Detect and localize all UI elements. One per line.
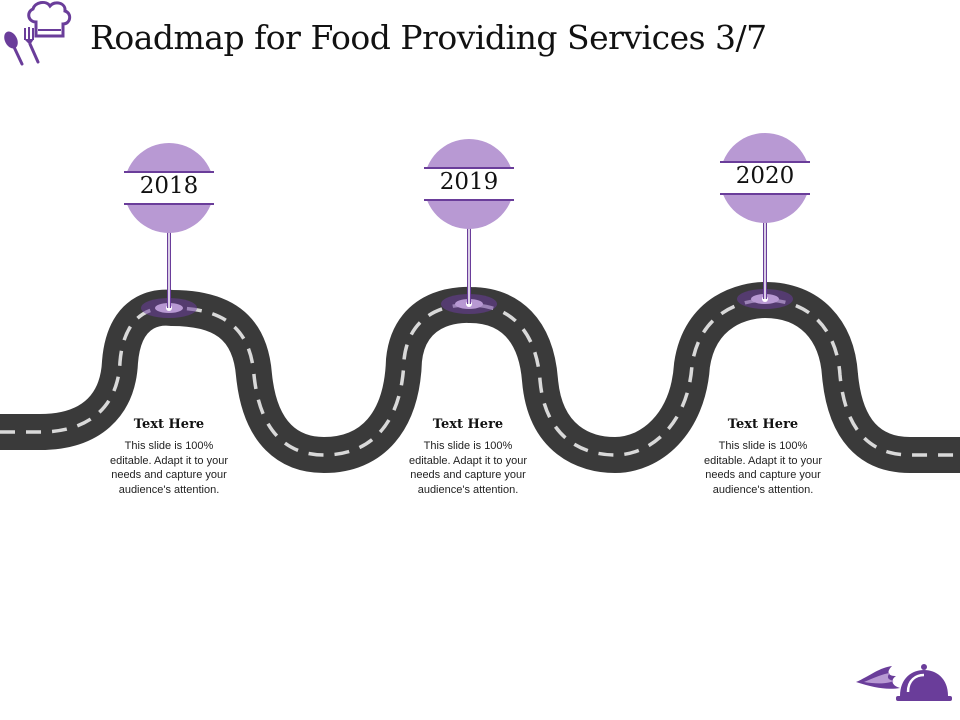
milestone-year-label: 2020 — [735, 163, 795, 189]
milestone-year-label: 2019 — [439, 169, 499, 195]
slide-title: Roadmap for Food Providing Services 3/7 — [90, 18, 767, 57]
milestone-year-label: 2018 — [139, 173, 199, 199]
milestone-pin-2020 — [716, 133, 814, 309]
milestone-heading: Text Here — [133, 417, 205, 432]
food-cloche-icon — [856, 664, 952, 701]
milestone-description: This slide is 100% editable. Adapt it to… — [109, 440, 229, 496]
chef-hat-cutlery-icon — [4, 0, 72, 66]
milestone-card-2018: Text Here This slide is 100% editable. A… — [104, 417, 234, 497]
milestone-card-2019: Text Here This slide is 100% editable. A… — [403, 417, 533, 497]
milestone-heading: Text Here — [432, 417, 504, 432]
milestone-description: This slide is 100% editable. Adapt it to… — [408, 440, 528, 496]
milestone-pin-2019 — [420, 139, 518, 314]
milestone-pin-2018 — [120, 143, 218, 318]
milestone-description: This slide is 100% editable. Adapt it to… — [703, 440, 823, 496]
milestone-heading: Text Here — [727, 417, 799, 432]
milestone-card-2020: Text Here This slide is 100% editable. A… — [698, 417, 828, 497]
